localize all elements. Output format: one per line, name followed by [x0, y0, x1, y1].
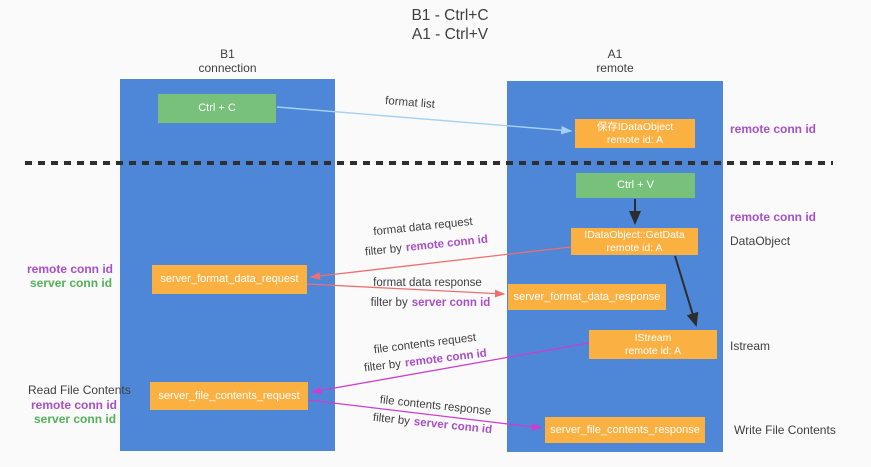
diagram-title: B1 - Ctrl+C A1 - Ctrl+V	[235, 6, 665, 44]
title-line-1: B1 - Ctrl+C	[411, 7, 489, 24]
node-server-file-contents-request-label: server_file_contents_request	[158, 389, 300, 402]
filter-id-server: server conn id	[413, 416, 493, 437]
node-server-file-contents-request: server_file_contents_request	[150, 382, 308, 410]
side-label-server-conn-id-left-1: server conn id	[30, 276, 113, 290]
label-format-data-response: format data response	[373, 277, 482, 289]
node-save-idataobject: 保存IDataObject remote id: A	[575, 119, 695, 148]
node-istream-line2: remote id: A	[624, 344, 682, 357]
side-label-remote-conn-id-left-2: remote conn id	[31, 398, 118, 412]
filter-prefix: filter by	[370, 297, 408, 309]
side-label-server-conn-id-left-2: server conn id	[34, 412, 117, 426]
side-label-dataobject: DataObject	[730, 234, 791, 248]
side-label-remote-conn-id-left-1: remote conn id	[27, 262, 114, 276]
column-header-b1: B1 connection	[120, 47, 335, 75]
column-b1-name: B1	[220, 47, 235, 61]
filter-prefix: filter by	[372, 411, 411, 428]
node-ctrl-c: Ctrl + C	[158, 94, 276, 123]
side-label-read-file-contents: Read File Contents	[28, 383, 131, 397]
node-server-format-data-request: server_format_data_request	[152, 265, 307, 294]
side-label-remote-conn-id-mid: remote conn id	[730, 210, 817, 224]
node-save-idataobject-line2: remote id: A	[606, 133, 664, 146]
node-server-format-data-response: server_format_data_response	[508, 284, 666, 310]
column-b1-subtitle: connection	[198, 61, 257, 75]
node-save-idataobject-line1: 保存IDataObject	[596, 121, 674, 133]
column-a1-subtitle: remote	[596, 61, 634, 75]
side-label-istream: Istream	[730, 339, 771, 353]
node-ctrl-c-label: Ctrl + C	[198, 102, 236, 114]
filter-prefix: filter by	[363, 358, 402, 375]
node-istream-line1: IStream	[634, 332, 672, 344]
node-idataobject-getdata: IDataObject::GetData remote id: A	[571, 228, 698, 255]
filter-prefix: filter by	[364, 242, 403, 259]
node-ctrl-v: Ctrl + V	[576, 173, 695, 198]
column-header-a1: A1 remote	[507, 47, 723, 75]
title-line-2: A1 - Ctrl+V	[411, 26, 489, 43]
node-server-file-contents-response-label: server_file_contents_response	[550, 423, 700, 436]
node-server-format-data-request-label: server_format_data_request	[160, 273, 299, 285]
column-a1-name: A1	[607, 47, 623, 61]
node-server-file-contents-response: server_file_contents_response	[545, 417, 705, 443]
side-label-write-file-contents: Write File Contents	[734, 423, 836, 437]
node-istream: IStream remote id: A	[589, 330, 717, 359]
node-server-format-data-response-label: server_format_data_response	[513, 290, 661, 303]
filter-id-remote: remote conn id	[405, 233, 489, 255]
node-getdata-line1: IDataObject::GetData	[584, 229, 685, 241]
filter-id-server: server conn id	[411, 297, 491, 309]
node-getdata-line2: remote id: A	[606, 241, 663, 254]
node-ctrl-v-label: Ctrl + V	[617, 179, 654, 191]
side-label-remote-conn-id-top: remote conn id	[730, 122, 817, 136]
label-format-list: format list	[384, 95, 436, 111]
